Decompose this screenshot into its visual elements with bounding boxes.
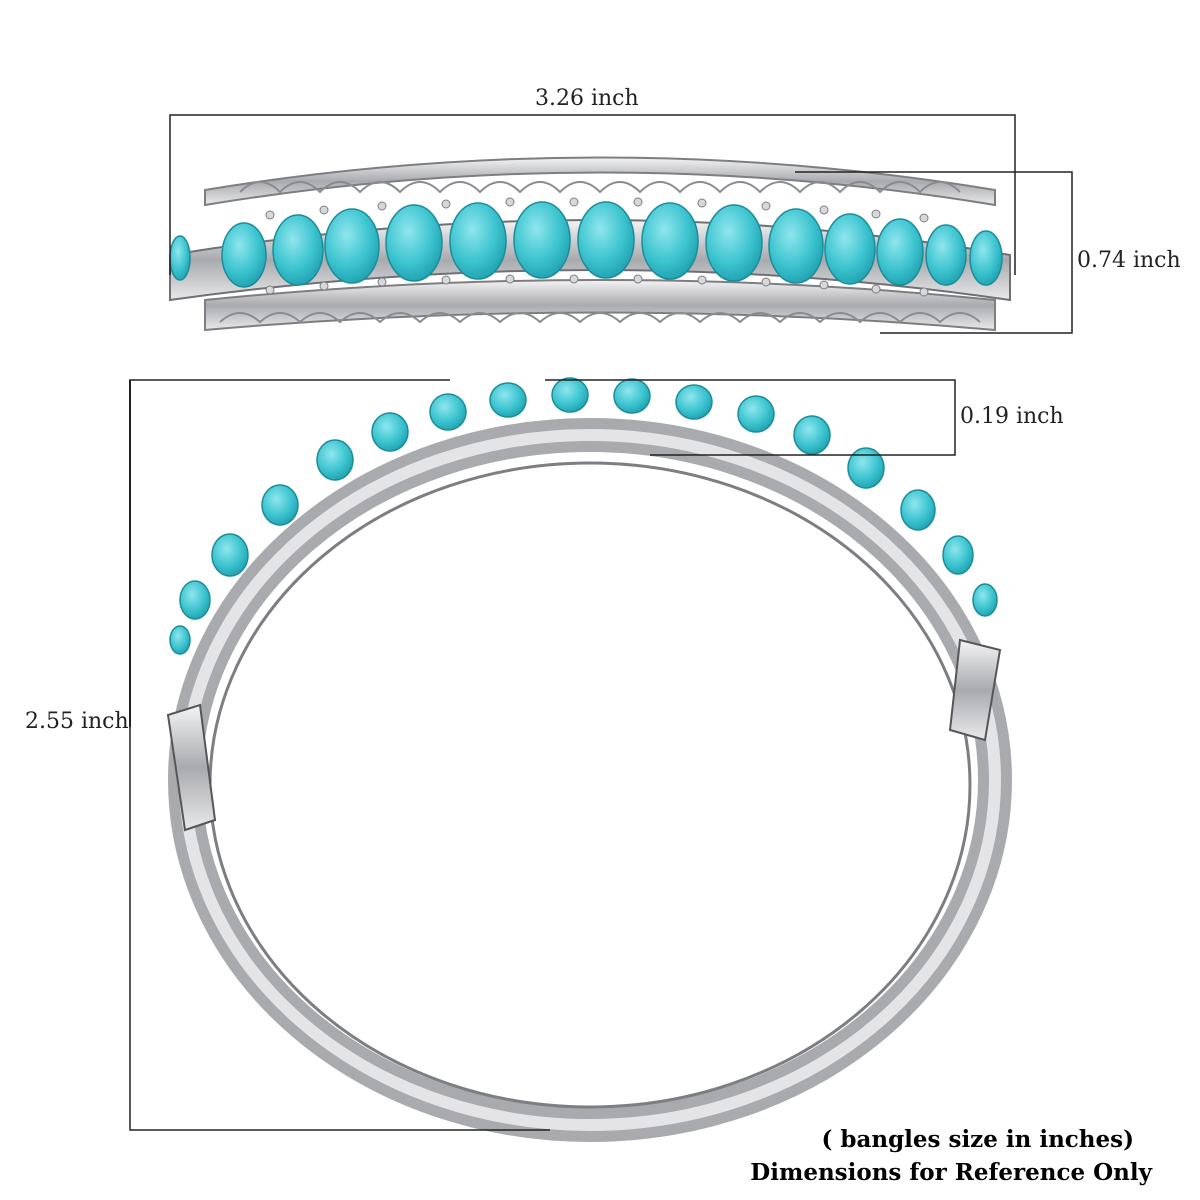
dimension-lines [129, 114, 1073, 1131]
bangle-top-view [169, 156, 1011, 332]
turquoise-stone-arc [169, 377, 998, 655]
height-dimension-label: 0.74 inch [1077, 248, 1181, 273]
width-dimension-label: 3.26 inch [535, 86, 639, 111]
bangle-side-view [166, 377, 1012, 1142]
depth-dimension-label: 0.19 inch [960, 404, 1064, 429]
caption-reference-note: Dimensions for Reference Only [750, 1159, 1152, 1186]
turquoise-stone-row [169, 201, 1003, 288]
diameter-dimension-label: 2.55 inch [25, 709, 129, 734]
caption-size-note: ( bangles size in inches) [821, 1126, 1134, 1153]
